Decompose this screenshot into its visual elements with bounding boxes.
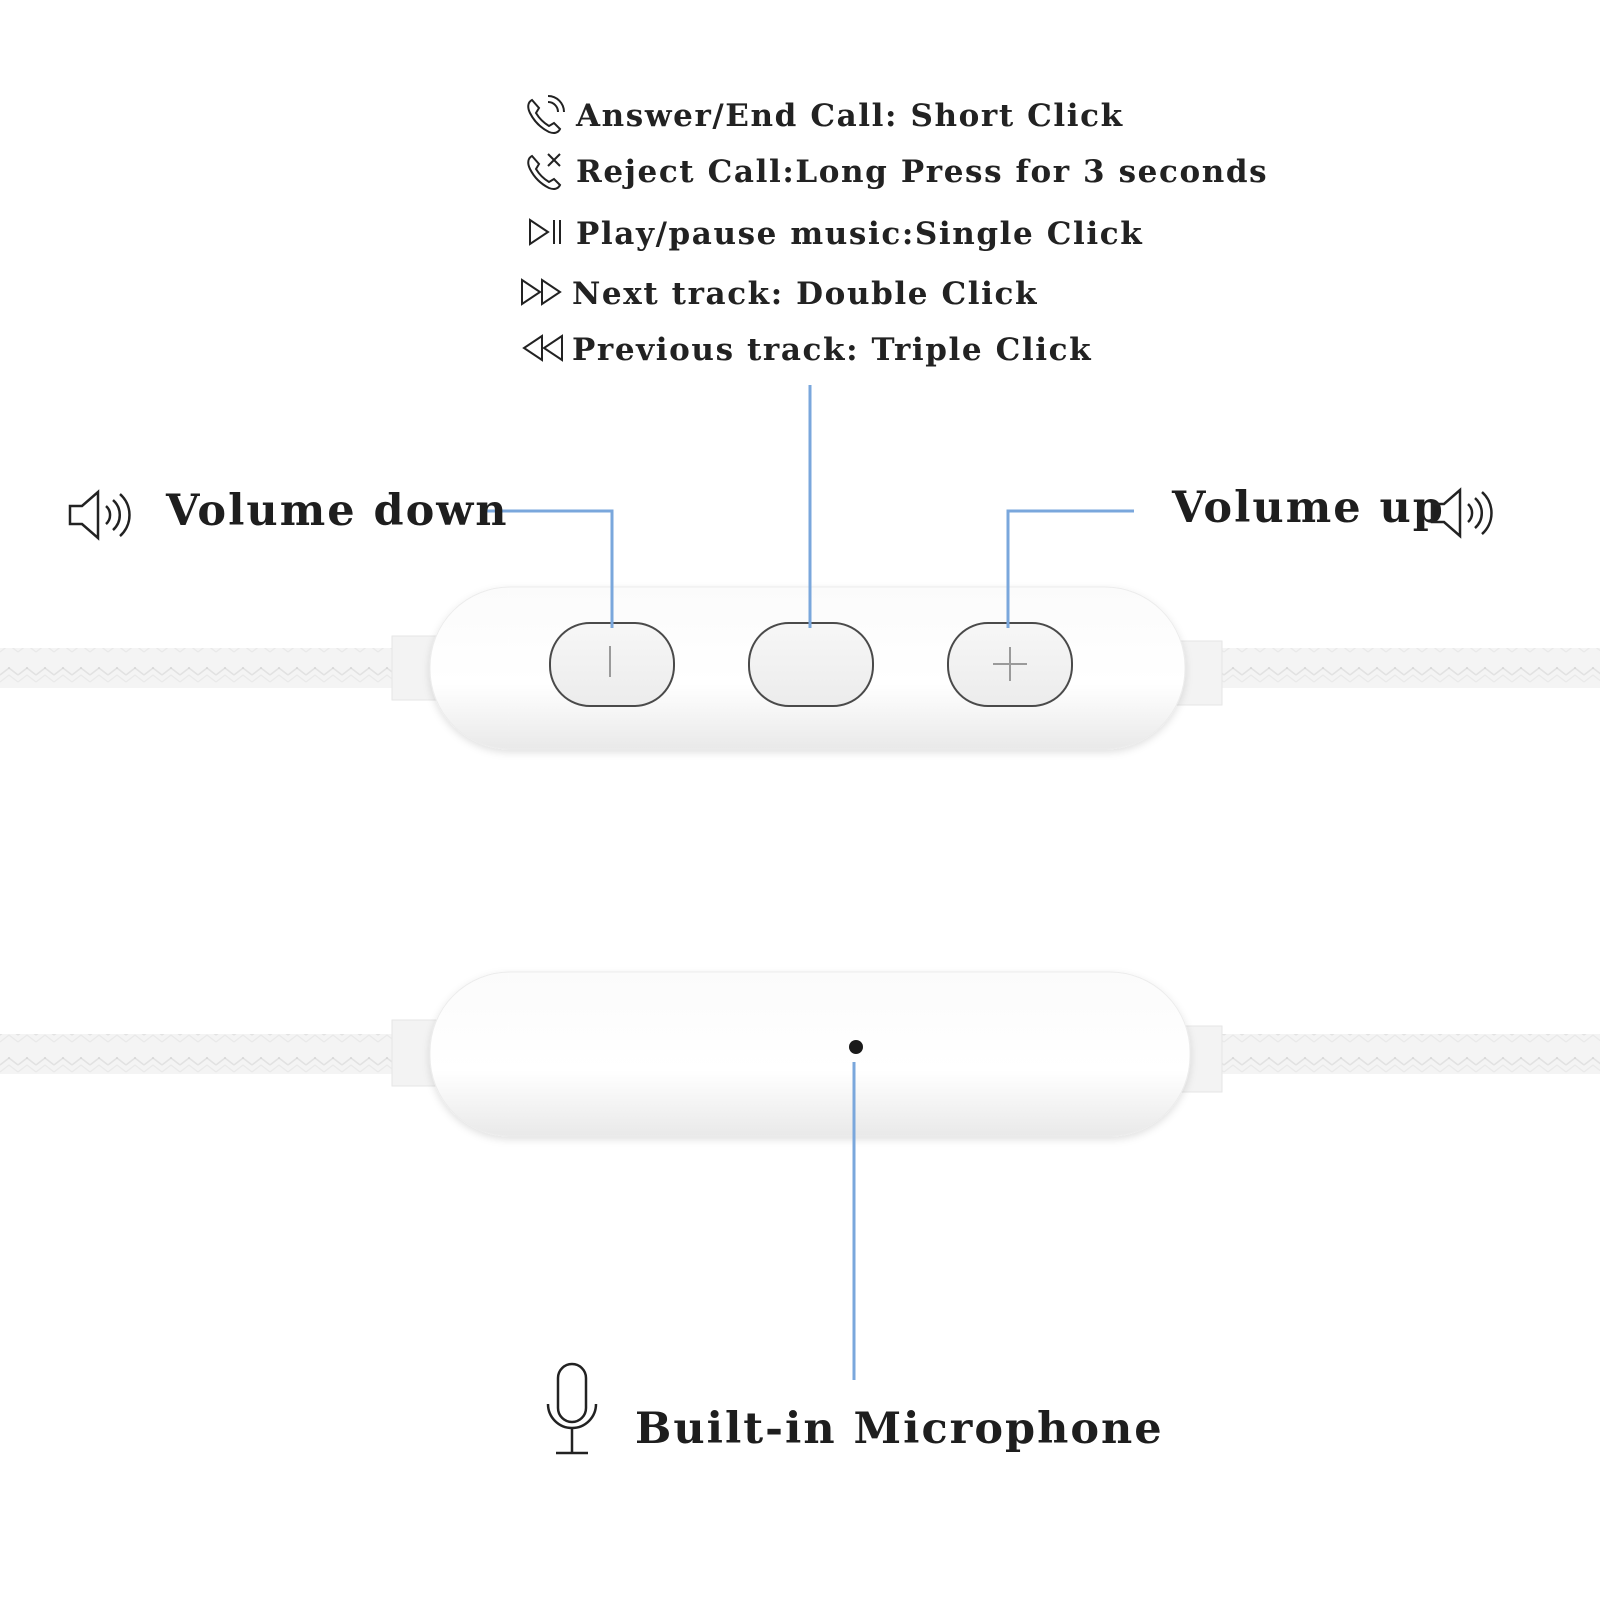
left-cable [0,648,400,688]
microphone-label: Built-in Microphone [635,1404,1164,1454]
volume-up-leader [1006,509,1134,628]
function-text: Answer/End Call: Short Click [576,98,1124,134]
left-cable [0,1034,400,1074]
microphone-hole [849,1040,863,1054]
leader-lines [485,385,1134,1380]
previous-track-icon [522,334,563,362]
function-text: Previous track: Triple Click [572,332,1093,368]
play-pause-icon [529,218,561,246]
next-track-icon [521,278,562,306]
volume-down-label: Volume down [166,486,509,536]
right-cable [1215,1034,1600,1074]
function-row-previous: Previous track: Triple Click [518,328,1092,372]
function-row-play-pause: Play/pause music:Single Click [522,212,1143,256]
function-text: Reject Call:Long Press for 3 seconds [576,154,1269,190]
phone-reject-icon [527,153,562,190]
function-text: Play/pause music:Single Click [576,216,1144,252]
phone-call-icon [527,95,565,134]
remote-body [429,971,1191,1137]
microphone-icon [546,1362,598,1455]
speaker-icon [68,489,131,541]
function-row-next: Next track: Double Click [518,272,1038,316]
volume-down-leader [485,509,614,628]
lower-remote [0,971,1600,1137]
function-text: Next track: Double Click [572,276,1039,312]
function-row-answer: Answer/End Call: Short Click [522,94,1124,138]
speaker-icon [1430,487,1493,539]
right-cable [1215,648,1600,688]
upper-remote [0,586,1600,750]
multifunction-button [748,622,874,707]
function-row-reject: Reject Call:Long Press for 3 seconds [522,150,1268,194]
volume-up-label: Volume up [1172,483,1445,533]
volume-down-button [549,622,675,707]
